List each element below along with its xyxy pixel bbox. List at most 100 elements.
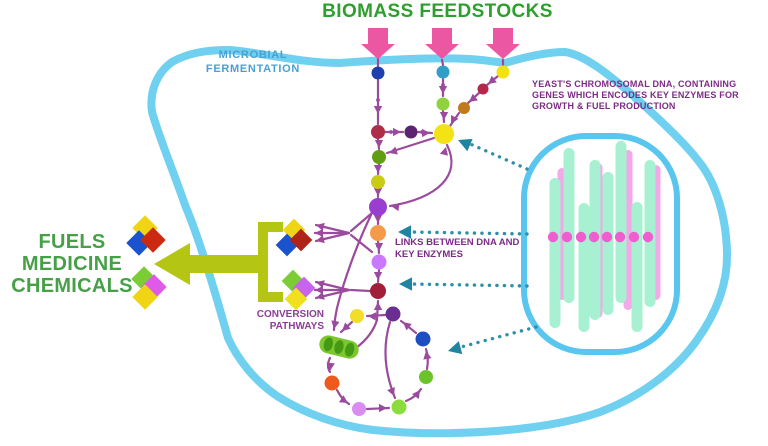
arrowhead-icon xyxy=(373,302,383,310)
arrowhead-icon xyxy=(331,320,340,329)
node-dark-red xyxy=(370,283,386,299)
edge-dot xyxy=(377,272,381,276)
node-lavender xyxy=(371,254,387,270)
arrowhead-icon xyxy=(423,351,432,360)
arrowhead-icon xyxy=(373,106,383,114)
arrowhead-icon xyxy=(438,86,448,94)
node-feed-yellow xyxy=(496,65,510,79)
dna-link-dotted-line xyxy=(459,325,538,349)
arrowhead-icon xyxy=(373,188,383,196)
node-cycle-lightgreen xyxy=(391,399,407,415)
enzyme-barrel-stripe xyxy=(344,342,355,357)
arrowhead-icon xyxy=(422,128,430,138)
arrowhead-icon xyxy=(373,165,383,173)
arrowhead-icon xyxy=(389,146,398,155)
centromere-dot xyxy=(588,231,600,243)
node-diag-red xyxy=(477,83,489,95)
pathway-edge xyxy=(354,299,380,350)
arrowhead-icon xyxy=(399,277,412,291)
node-olive xyxy=(372,150,386,164)
centromere-dot xyxy=(601,231,613,243)
node-cycle-purple xyxy=(385,306,401,322)
chromosome-bar xyxy=(578,203,590,332)
node-big-purple xyxy=(369,198,387,216)
edge-dot xyxy=(376,244,380,248)
pathway-edge xyxy=(384,320,397,400)
edge-dot xyxy=(441,83,445,87)
node-orange xyxy=(370,225,386,241)
arrowhead-icon xyxy=(393,127,401,137)
node-cycle-blue xyxy=(415,331,431,347)
arrowhead-icon xyxy=(316,222,325,231)
centromere-dot xyxy=(561,231,573,243)
node-cycle-pink xyxy=(352,402,366,416)
node-cycle-yellow xyxy=(350,309,364,323)
node-feed-teal xyxy=(436,65,450,79)
output-arrow-icon xyxy=(154,243,258,285)
node-yellow-olive xyxy=(371,175,385,189)
links-dna-enzymes-annotation: LINKS BETWEEN DNA AND KEY ENZYMES xyxy=(395,237,520,260)
centromere-dot xyxy=(642,231,654,243)
node-diag-brown xyxy=(458,102,470,114)
arrowhead-icon xyxy=(342,322,351,331)
chromosome-bar xyxy=(615,141,627,303)
pathway-edge xyxy=(388,143,453,208)
arrowhead-icon xyxy=(387,387,395,396)
node-light-green xyxy=(436,97,450,111)
fuels-medicine-chemicals-label: FUELS MEDICINE CHEMICALS xyxy=(11,231,133,297)
node-hub-yellow xyxy=(434,124,454,144)
node-cycle-green xyxy=(419,370,433,384)
node-dark-purple xyxy=(404,125,418,139)
arrowhead-icon xyxy=(339,395,348,403)
edge-dot xyxy=(376,98,380,102)
arrowhead-icon xyxy=(398,225,411,239)
arrowhead-icon xyxy=(439,147,448,156)
arrowhead-icon xyxy=(315,285,323,295)
arrowhead-icon xyxy=(458,138,473,152)
pathway-edge xyxy=(349,233,374,254)
cell-membrane xyxy=(147,46,732,438)
feedstock-arrow-icon xyxy=(361,28,395,59)
chromosome-bar xyxy=(631,202,643,332)
chromosome-bar xyxy=(602,172,614,315)
pathway-edge xyxy=(349,211,374,233)
feedstock-arrow-icon xyxy=(486,28,520,59)
centromere-dot xyxy=(547,231,559,243)
feedstock-arrow-icon xyxy=(425,28,459,59)
arrowhead-icon xyxy=(316,235,325,244)
centromere-dot xyxy=(614,231,626,243)
arrowhead-icon xyxy=(379,403,387,413)
centromere-dot xyxy=(575,231,587,243)
arrowhead-icon xyxy=(488,75,497,84)
arrowhead-icon xyxy=(469,93,478,102)
arrowhead-icon xyxy=(316,291,325,300)
yeast-dna-annotation: YEAST'S CHROMOSOMAL DNA, CONTAINING GENE… xyxy=(532,79,739,111)
arrowhead-icon xyxy=(373,215,383,223)
edge-dot xyxy=(389,130,393,134)
arrowhead-icon xyxy=(374,140,384,148)
biomass-feedstocks-title: BIOMASS FEEDSTOCKS xyxy=(322,1,553,22)
product-diamond xyxy=(132,284,158,310)
conversion-pathways-annotation: CONVERSION PATHWAYS xyxy=(256,309,324,332)
arrowhead-icon xyxy=(439,112,449,120)
dna-link-dotted-line xyxy=(466,141,529,171)
output-bracket xyxy=(258,222,283,302)
edge-dot xyxy=(420,130,424,134)
dna-link-dotted-line xyxy=(410,282,529,288)
arrowhead-icon xyxy=(451,114,459,124)
enzyme-barrel-stripe xyxy=(323,337,334,352)
arrowhead-icon xyxy=(412,390,420,399)
arrowhead-icon xyxy=(326,362,335,371)
chromosome-bar xyxy=(563,148,575,303)
node-cycle-orange xyxy=(324,375,340,391)
arrowhead-icon xyxy=(391,202,400,212)
arrowhead-icon xyxy=(368,312,377,321)
enzyme-barrel-stripe xyxy=(334,340,344,354)
pathway-edge xyxy=(440,58,445,67)
node-feed-blue xyxy=(371,66,385,80)
node-crimson xyxy=(371,125,385,139)
chromosome-bar xyxy=(549,178,561,328)
arrowhead-icon xyxy=(315,228,323,238)
